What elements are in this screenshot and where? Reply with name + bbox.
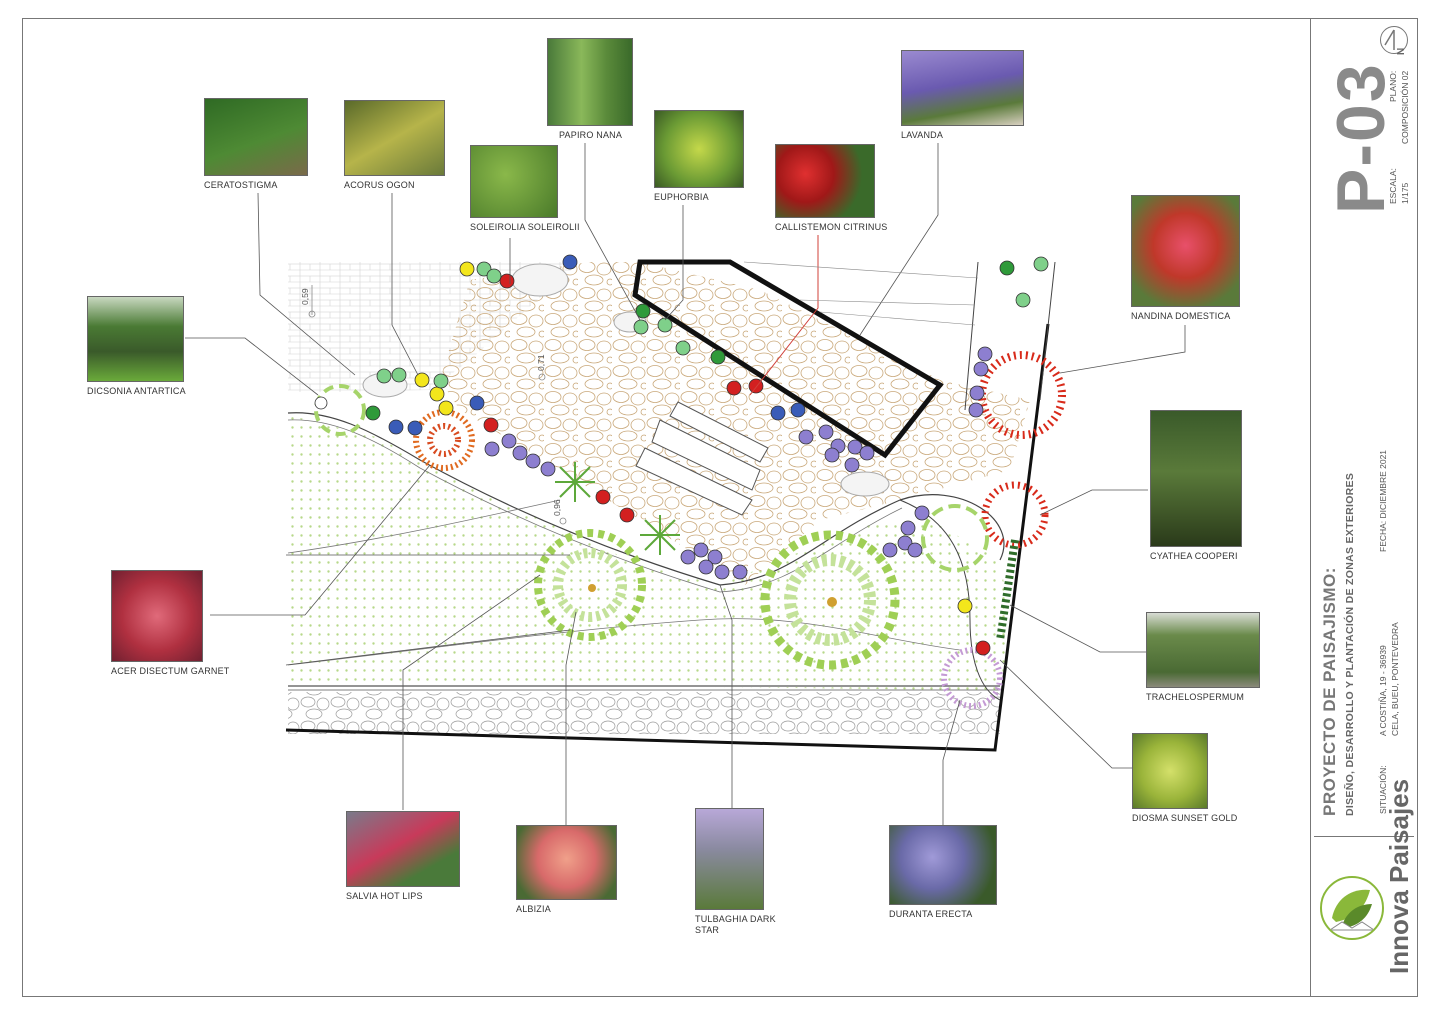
shrub-nandina [978,351,1066,549]
plant-markers [314,254,1049,656]
address-line-2: CELA, BUEU, PONTEVEDRA [1390,622,1400,736]
plant-photo [654,110,744,188]
project-title: PROYECTO DE PAISAJISMO: [1320,567,1339,816]
north-arrow: N [1380,26,1408,55]
company-name: Innova Paisajes [1384,778,1414,974]
plant-callout-acorus: ACORUS OGON [344,100,445,190]
plant-label: SOLEIROLIA SOLEIROLII [470,222,580,232]
plant-photo [111,570,203,662]
plant-label: SALVIA HOT LIPS [346,891,423,901]
plant-label: DICSONIA ANTARTICA [87,386,186,396]
plant-callout-callistemon: CALLISTEMON CITRINUS [775,144,888,232]
plant-photo [1132,733,1208,809]
plant-callout-lavanda: LAVANDA [901,50,1024,140]
plant-photo [1146,612,1260,688]
plant-callout-nandina: NANDINA DOMESTICA [1131,195,1240,321]
plant-label: PAPIRO NANA [559,130,623,140]
title-divider [1314,836,1414,837]
stone-strip [288,692,1000,734]
dimension-071: 0,71 [536,354,546,371]
palms [555,462,680,555]
plant-label: CALLISTEMON CITRINUS [775,222,888,232]
plant-callout-albizia: ALBIZIA [516,825,617,914]
tree-albizia-left [534,529,646,641]
plant-photo [1150,410,1242,547]
plant-photo [346,811,460,887]
plant-photo [775,144,875,218]
escala-value: 1/175 [1400,182,1410,204]
drawing-frame [22,18,1418,997]
plant-photo [344,100,445,176]
tree-albizia-right [760,530,900,670]
title-block [1310,18,1418,997]
dimension-059: 0,59 [300,288,310,305]
plant-photo [470,145,558,218]
plant-callout-euphorbia: EUPHORBIA [654,110,744,202]
plant-label: EUPHORBIA [654,192,709,202]
plant-callout-salvia: SALVIA HOT LIPS [346,811,460,901]
plant-photo [204,98,308,176]
plant-callout-duranta: DURANTA ERECTA [889,825,997,919]
leader-lines [185,143,1186,825]
plant-photo [695,808,764,910]
plant-callout-cyathea: CYATHEA COOPERI [1150,410,1242,561]
plant-photo [901,50,1024,126]
plant-label: ACORUS OGON [344,180,415,190]
plant-label: CYATHEA COOPERI [1150,551,1238,561]
dimension-096: 0,96 [552,499,562,516]
plant-label: ACER DISECTUM GARNET [111,666,230,676]
plant-callout-dicsonia: DICSONIA ANTARTICA [87,296,186,396]
plant-callout-soleirolia: SOLEIROLIA SOLEIROLII [470,145,580,232]
plant-callout-trachelospermum: TRACHELOSPERMUM [1146,612,1260,702]
plant-photo [1131,195,1240,307]
fern-cyathea [314,384,989,572]
shrub-acer [413,409,475,471]
project-subtitle: DISEÑO, DESARROLLO Y PLANTACIÓN DE ZONAS… [1344,472,1356,816]
plant-photo [547,38,633,126]
address-line-1: A COSTIÑA, 19 - 36939 [1378,645,1388,736]
plant-label: LAVANDA [901,130,944,140]
plant-callout-acer: ACER DISECTUM GARNET [111,570,230,676]
plant-label: TRACHELOSPERMUM [1146,692,1245,702]
plant-photo [87,296,184,382]
gravel-path [440,262,1030,585]
fecha: FECHA: DICIEMBRE 2021 [1378,449,1388,552]
plant-label: TULBAGHIA DARK STAR [695,914,776,935]
escala-label: ESCALA: [1388,168,1398,204]
plant-label: DIOSMA SUNSET GOLD [1132,813,1238,823]
plant-photo [889,825,997,905]
plano-value: COMPOSICIÓN 02 [1400,70,1410,144]
building-outline [632,259,944,459]
plant-label: ALBIZIA [516,904,551,914]
north-label: N [1396,47,1407,55]
property-wall [285,323,1050,752]
plant-photo [516,825,617,900]
plano-label: PLANO: [1388,70,1398,102]
leaf-logo-icon [1328,889,1376,931]
plant-label: NANDINA DOMESTICA [1131,311,1231,321]
north-arrow-icon [1384,29,1395,50]
company-logo [1320,876,1384,940]
shrub-duranta [941,647,1003,709]
lawn-area [288,415,1010,700]
plant-callout-tulbaghia: TULBAGHIA DARK STAR [695,808,785,936]
plant-label: DURANTA ERECTA [889,909,973,919]
plant-callout-diosma: DIOSMA SUNSET GOLD [1132,733,1237,823]
plant-callout-papiro: PAPIRO NANA [547,38,633,140]
plant-callout-ceratostigma: CERATOSTIGMA [204,98,308,190]
plant-label: CERATOSTIGMA [204,180,278,190]
steps [635,401,769,516]
